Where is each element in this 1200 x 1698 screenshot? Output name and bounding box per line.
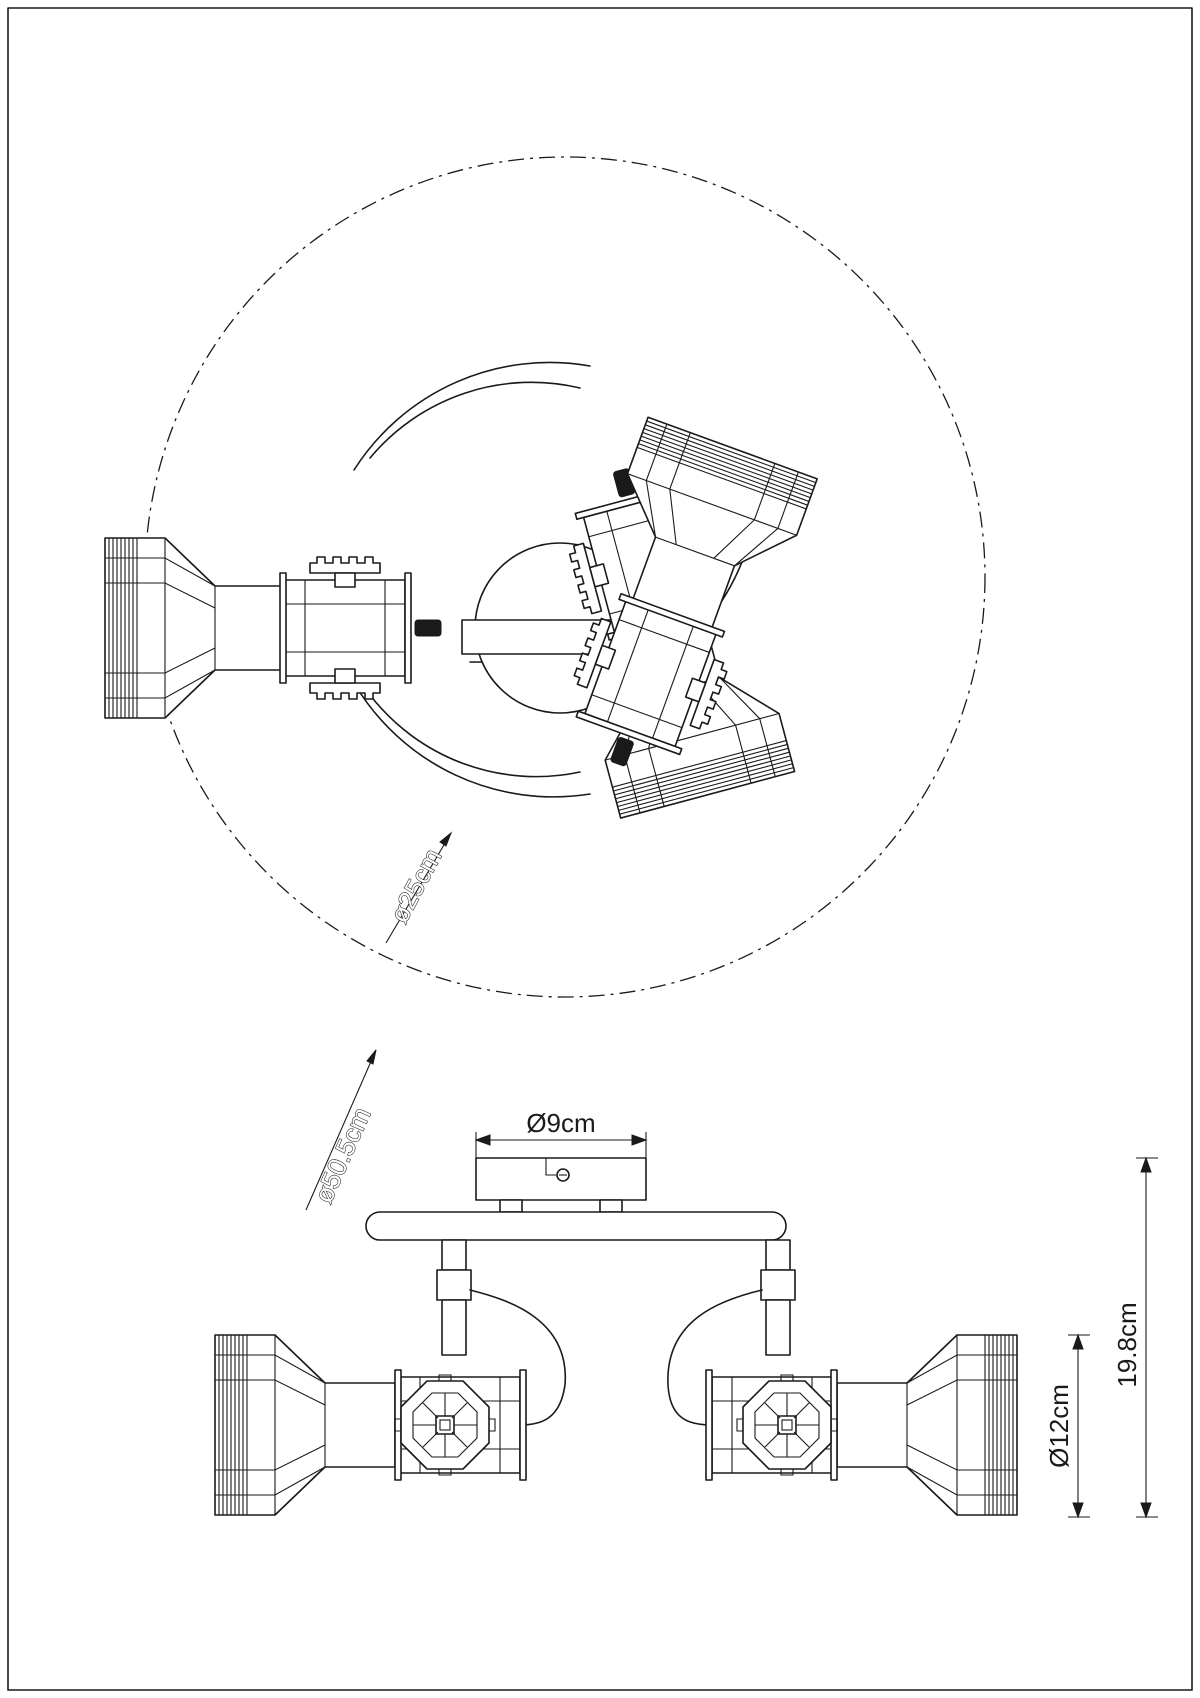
canopy-width-dimension: Ø9cm [474,1108,648,1158]
sheet-border [7,7,1193,1691]
mounting-bar [365,1211,787,1241]
outer-diameter-label: ø50.5cm [308,1103,377,1208]
arm-diameter-dimension: ø25cm [383,831,453,944]
spotlight-left [105,538,441,718]
shade-diameter-label: Ø12cm [1044,1384,1074,1468]
outer-envelope-circle [144,156,986,998]
side-spotlight-right [667,1239,1018,1516]
arm-diameter-label: ø25cm [384,844,448,928]
outer-diameter-dimension: ø50.5cm [305,1049,377,1211]
shade-diameter-dimension: Ø12cm [1044,1333,1090,1519]
top-view: ø25cm ø50.5cm [105,156,986,1211]
side-view: Ø9cm [214,1108,1158,1519]
canopy-width-label: Ø9cm [526,1108,595,1138]
height-dimension: 19.8cm [1112,1156,1158,1519]
canopy-side [475,1157,647,1213]
height-label: 19.8cm [1112,1302,1142,1387]
side-spotlight-left [214,1239,566,1516]
